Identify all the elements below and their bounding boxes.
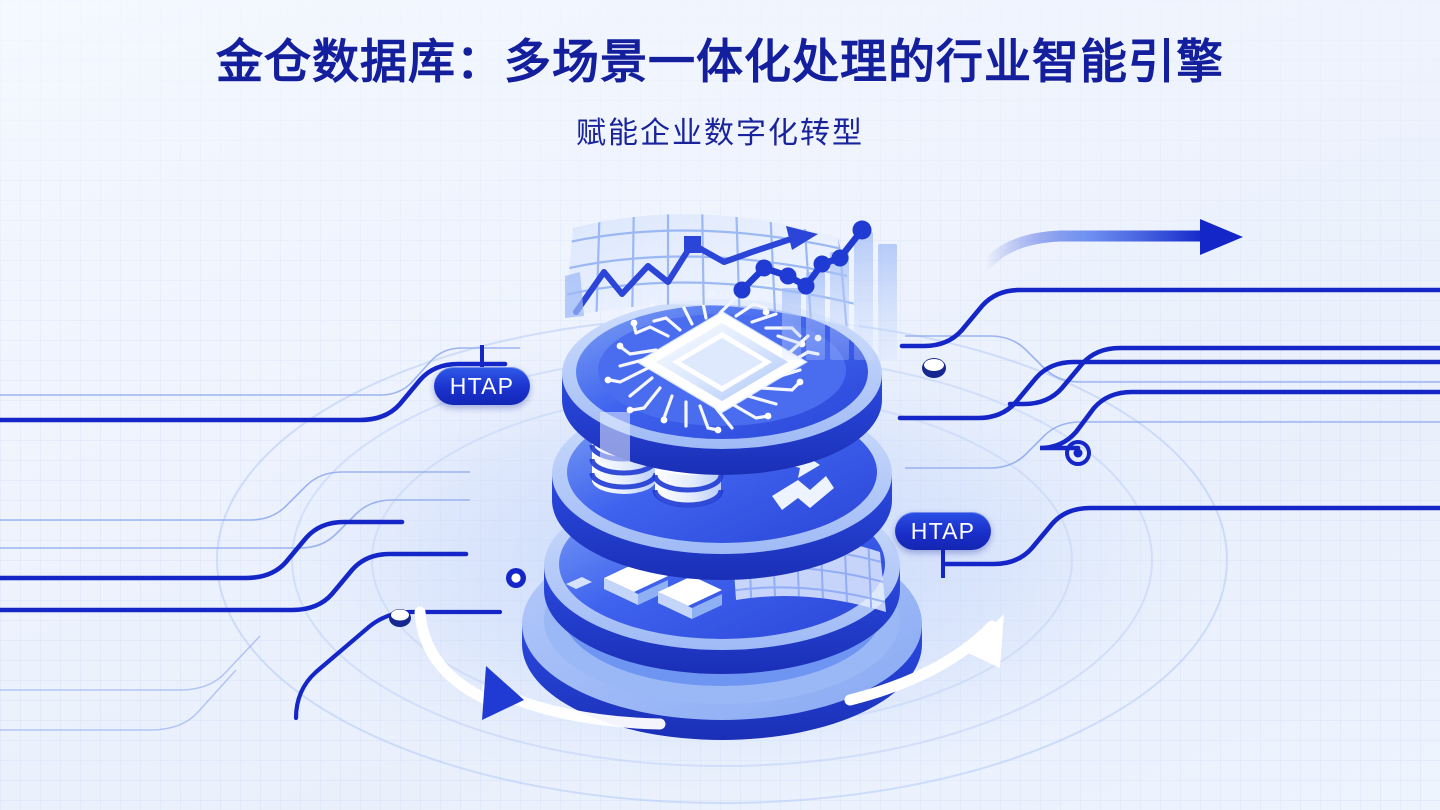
orbit-arrow-icon [414,606,1004,730]
circuit-node-dot [389,568,526,627]
line-chart-icon [733,220,872,299]
title-block: 金仓数据库：多场景一体化处理的行业智能引擎 赋能企业数字化转型 [0,0,1440,152]
page-title: 金仓数据库：多场景一体化处理的行业智能引擎 [216,35,1224,88]
htap-badge-left[interactable]: HTAP [434,367,530,405]
htap-badge-right[interactable]: HTAP [895,512,991,550]
bar-chart-icon [782,232,897,360]
cube-icon [658,576,722,619]
htap-badge-right-label: HTAP [910,517,976,544]
htap-badge-left-label: HTAP [449,372,515,399]
cpu-chip-icon [604,289,822,434]
page-subtitle: 赋能企业数字化转型 [576,116,864,150]
circuit-node-dot [922,358,1091,466]
